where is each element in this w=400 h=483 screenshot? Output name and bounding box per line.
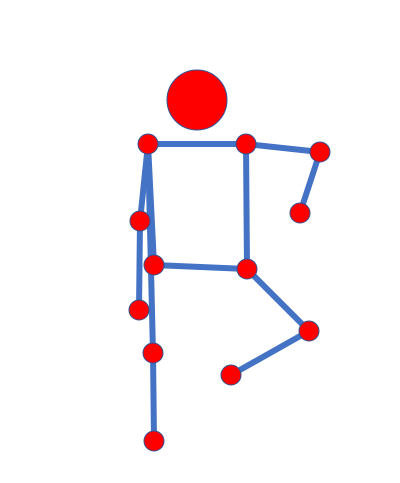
left-hip-joint xyxy=(143,254,165,276)
right-elbow-joint xyxy=(309,141,331,163)
left-foot-joint xyxy=(143,430,165,452)
right-torso-side-bone xyxy=(243,141,250,272)
hip-line-bone xyxy=(151,262,250,272)
left-elbow-joint xyxy=(129,210,151,232)
right-shin-bone xyxy=(228,328,312,378)
left-hand-joint xyxy=(128,299,150,321)
right-upper-arm-bone xyxy=(243,141,323,155)
right-hand-joint xyxy=(289,202,311,224)
right-hip-joint xyxy=(236,258,258,280)
left-shoulder-joint xyxy=(137,133,159,155)
left-knee-joint xyxy=(142,342,164,364)
bones-group xyxy=(136,141,323,444)
right-forearm-bone xyxy=(297,149,323,216)
right-thigh-bone xyxy=(244,266,312,334)
left-forearm-bone xyxy=(136,218,143,313)
left-thigh-bone xyxy=(145,141,156,356)
joints-group xyxy=(128,69,331,452)
head-circle xyxy=(166,69,228,131)
right-shoulder-joint xyxy=(235,133,257,155)
left-shin-bone xyxy=(150,350,157,444)
right-foot-joint xyxy=(220,364,242,386)
right-knee-joint xyxy=(298,320,320,342)
